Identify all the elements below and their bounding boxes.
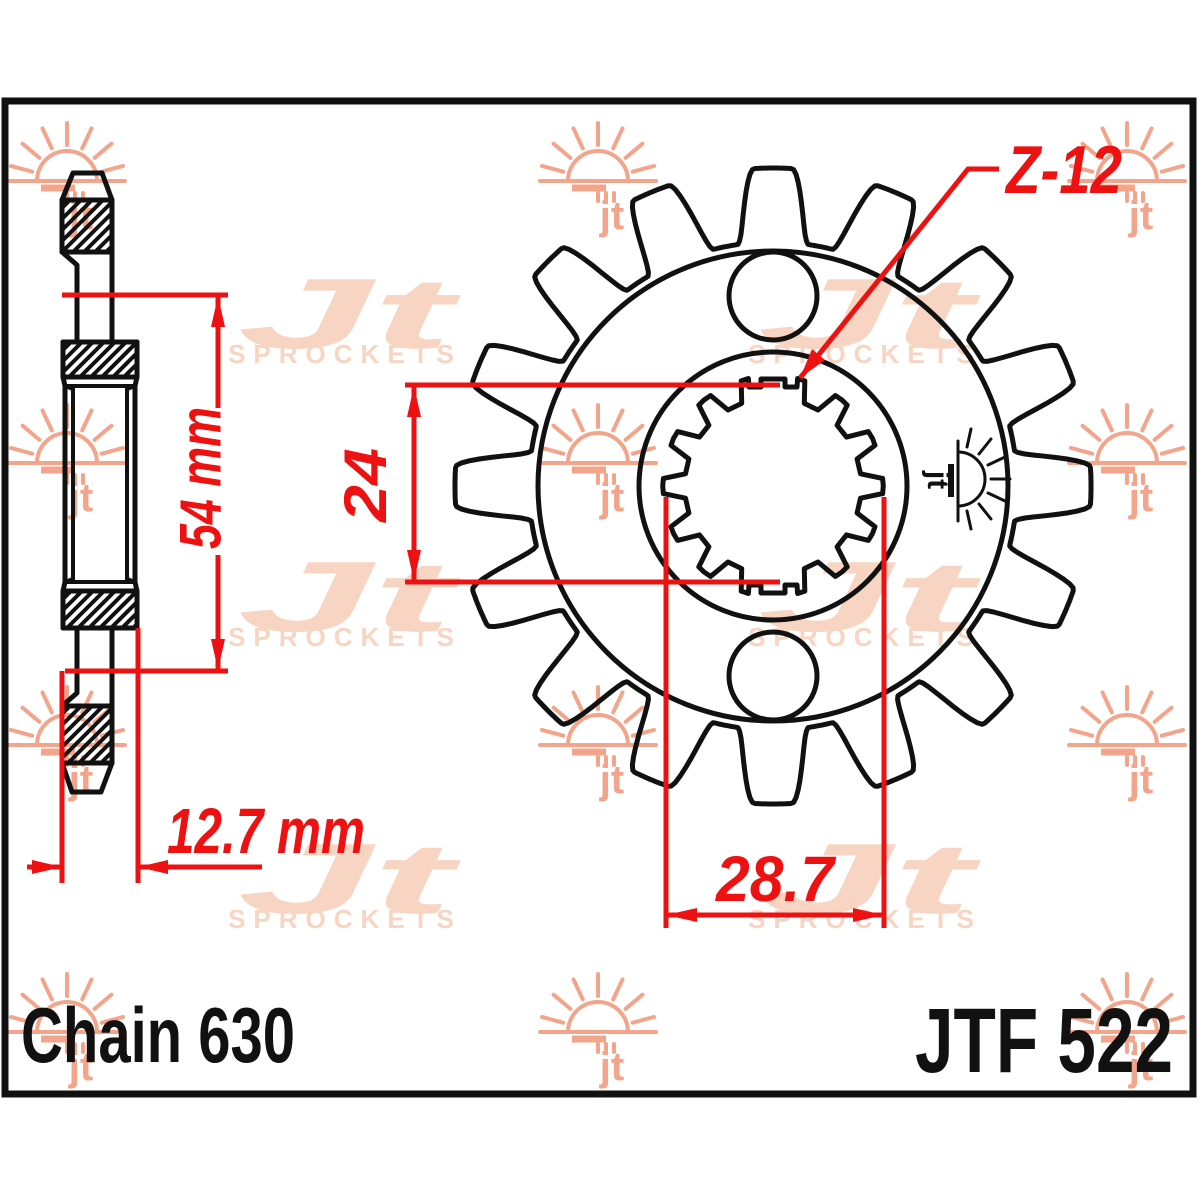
watermark-sun-icon: jt (7, 685, 127, 802)
watermark-brand-text: Jt (238, 823, 462, 935)
dim-54mm-label: 54 mm (168, 407, 233, 549)
dimension-54mm: 54 mm (62, 292, 233, 674)
watermark-jt-text: jt (1128, 476, 1153, 520)
watermark-sun-icon: jt (7, 972, 127, 1089)
watermark-sun-icon: jt (538, 685, 658, 802)
dimension-24: 24 (332, 382, 780, 585)
watermark-sun-icon: jt (538, 403, 658, 520)
dimension-28-7: 28.7 (663, 497, 887, 928)
sprocket-side-view (59, 170, 140, 795)
watermark-sun-icon: jt (538, 972, 658, 1089)
dim-12-7mm-label: 12.7 mm (167, 795, 365, 867)
spline-count-label: Z-12 (1004, 132, 1122, 208)
spline-bore-outline (660, 376, 886, 596)
section-hatching (60, 198, 139, 765)
drawing-border (1, 97, 1197, 1098)
dim-28-7-label: 28.7 (715, 843, 837, 915)
jt-stamp-rays (965, 427, 1012, 531)
watermark-jt-text: jt (599, 1045, 624, 1089)
watermark-brand-sub-text: SPROCKETS (748, 622, 982, 652)
lightening-hole-top (726, 249, 820, 343)
callout-z12: Z-12 (798, 132, 1122, 380)
chain-spec-label: Chain 630 (21, 991, 295, 1079)
watermark-sun-icon: jt (1067, 121, 1187, 238)
jt-stamp-mark: jt (921, 427, 1012, 531)
watermark-sun-icon: jt (1067, 972, 1187, 1089)
watermark-brand-text: Jt (238, 541, 462, 653)
watermark-brand-sub-text: SPROCKETS (228, 904, 462, 934)
watermark-brand-text: Jt (238, 258, 462, 370)
watermark-brand-sub-text: SPROCKETS (228, 622, 462, 652)
hub-circle (636, 349, 910, 623)
watermark-jt-text: jt (599, 476, 624, 520)
watermark-brand-sub-text: SPROCKETS (228, 339, 462, 369)
watermark-sun-icon: jt (538, 121, 658, 238)
watermark-jt-text: jt (68, 1045, 93, 1089)
watermark-sun-icon: jt (7, 121, 127, 238)
product-code-label: JTF 522 (915, 990, 1173, 1092)
jt-stamp-text: jt (921, 470, 954, 489)
watermark-sun-icon: jt (1067, 685, 1187, 802)
dimension-12-7mm: 12.7 mm (27, 628, 365, 883)
dimension-layer: 54 mm 24 28.7 12.7 mm (27, 132, 1122, 928)
watermark-jt-text: jt (1128, 1045, 1153, 1089)
watermark-jt-text: jt (599, 194, 624, 238)
watermark-jt-text: jt (1128, 758, 1153, 802)
lightening-hole-bottom (726, 629, 820, 723)
watermark-brand-text: Jt (758, 541, 982, 653)
dim-24-label: 24 (332, 448, 399, 523)
watermark-sun-icon: jt (1067, 403, 1187, 520)
watermark-jt-text: jt (1128, 194, 1153, 238)
watermark-jt-text: jt (599, 758, 624, 802)
spline-bore-lines (63, 384, 137, 584)
